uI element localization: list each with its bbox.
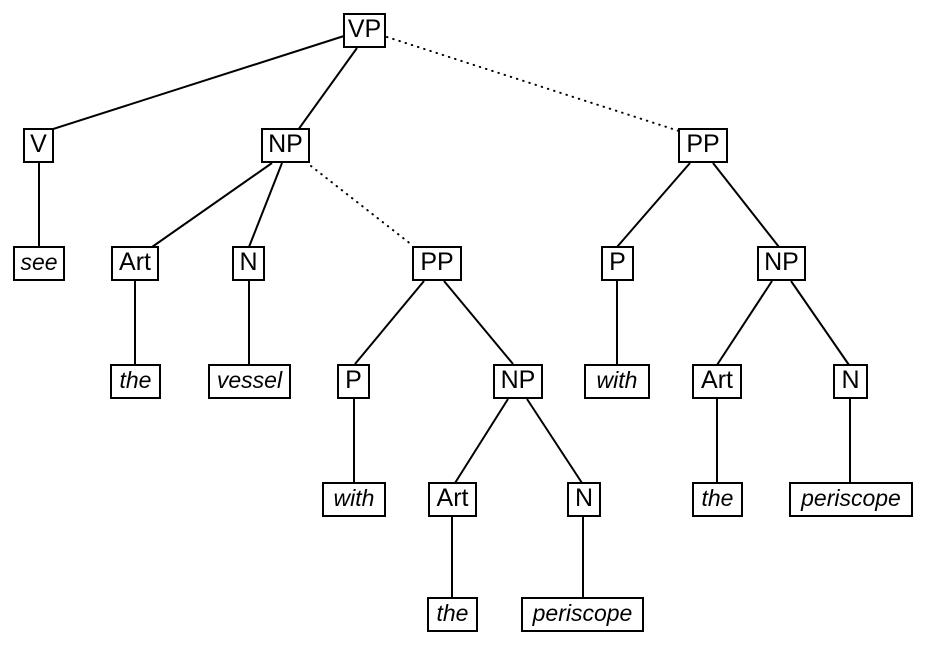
tree-leaf-with_right[interactable]: with	[584, 364, 650, 399]
tree-node-art1[interactable]: Art	[111, 246, 159, 281]
tree-leaf-with_mid[interactable]: with	[322, 482, 386, 517]
tree-node-p_mid[interactable]: P	[337, 364, 370, 399]
tree-node-pp_right[interactable]: PP	[678, 128, 728, 163]
node-label: N	[574, 484, 594, 512]
node-label: P	[345, 366, 362, 394]
node-label: the	[436, 600, 469, 626]
tree-edge-vp-to-np1	[297, 47, 358, 131]
node-label: periscope	[532, 600, 633, 626]
tree-edge-pp_mid-to-p_mid	[354, 280, 425, 365]
tree-node-np1[interactable]: NP	[261, 128, 310, 163]
node-label: see	[20, 249, 58, 275]
node-label: Art	[119, 248, 151, 276]
tree-edge-pp_right-to-p_right	[616, 162, 691, 248]
node-label: Art	[701, 366, 733, 394]
tree-node-n1[interactable]: N	[232, 246, 265, 281]
tree-leaf-the_mid[interactable]: the	[427, 597, 478, 632]
tree-edge-vp-to-v	[49, 35, 345, 131]
tree-node-pp_mid[interactable]: PP	[412, 246, 462, 281]
tree-leaf-vessel[interactable]: vessel	[208, 364, 291, 399]
tree-leaf-periscope_r[interactable]: periscope	[789, 482, 913, 517]
tree-leaf-the1[interactable]: the	[110, 364, 161, 399]
tree-edge-np1-to-n1	[248, 162, 283, 248]
tree-edge-np_right-to-art_right	[716, 280, 773, 366]
node-label: PP	[420, 248, 454, 276]
tree-leaf-the_right[interactable]: the	[692, 482, 743, 517]
tree-node-v[interactable]: V	[23, 128, 54, 163]
node-label: the	[119, 367, 152, 393]
tree-node-vp[interactable]: VP	[343, 13, 386, 48]
node-label: NP	[764, 248, 799, 276]
tree-node-n_right[interactable]: N	[833, 364, 868, 399]
node-label: with	[596, 367, 638, 393]
tree-node-p_right[interactable]: P	[601, 246, 634, 281]
node-label: vessel	[216, 367, 283, 393]
node-label: VP	[347, 15, 382, 43]
tree-edge-np1-to-art1	[151, 162, 273, 248]
tree-edge-pp_mid-to-np_mid	[443, 280, 514, 365]
node-label: P	[609, 248, 626, 276]
tree-edge-np1-to-pp_mid	[310, 165, 413, 246]
node-label: PP	[686, 130, 720, 158]
node-label: N	[239, 248, 258, 276]
tree-node-np_mid[interactable]: NP	[493, 364, 543, 399]
node-label: with	[333, 485, 375, 511]
tree-edge-np_right-to-n_right	[790, 280, 850, 366]
tree-leaf-periscope_m[interactable]: periscope	[521, 597, 644, 632]
node-label: the	[701, 485, 734, 511]
tree-edge-np_mid-to-n_mid	[526, 398, 583, 484]
node-label: V	[30, 130, 47, 158]
tree-node-art_right[interactable]: Art	[692, 364, 742, 399]
node-label: N	[841, 366, 860, 394]
node-label: NP	[268, 130, 303, 158]
tree-edge-vp-to-pp_right	[386, 36, 680, 132]
tree-edge-pp_right-to-np_right	[712, 162, 780, 248]
tree-node-n_mid[interactable]: N	[567, 482, 601, 517]
tree-leaf-see[interactable]: see	[13, 246, 65, 281]
node-label: Art	[436, 484, 469, 512]
node-label: periscope	[801, 485, 901, 511]
node-label: NP	[500, 366, 536, 394]
tree-edge-np_mid-to-art_mid	[454, 398, 509, 484]
tree-node-np_right[interactable]: NP	[757, 246, 806, 281]
tree-node-art_mid[interactable]: Art	[428, 482, 477, 517]
